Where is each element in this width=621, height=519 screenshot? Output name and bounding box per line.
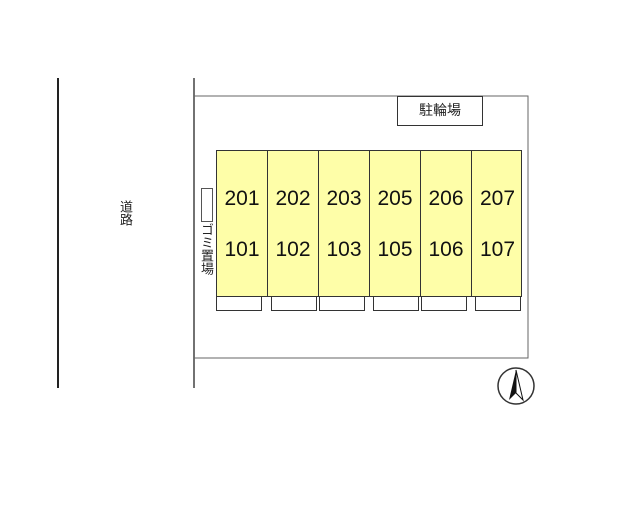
- entrance-step: [271, 297, 317, 311]
- unit-number-upper: 201: [224, 187, 260, 210]
- entrance-step: [475, 297, 521, 311]
- unit-number-lower: 107: [479, 238, 516, 261]
- unit-number-upper: 203: [326, 187, 362, 210]
- unit-number-upper: 202: [275, 187, 311, 210]
- unit-column: 201 101: [217, 151, 268, 296]
- unit-number-upper: 205: [377, 187, 413, 210]
- bicycle-parking-label: 駐輪場: [397, 96, 483, 126]
- unit-column: 203 103: [319, 151, 370, 296]
- building: 201 101 202 102 203 103 205 105 206 106 …: [216, 150, 522, 297]
- entrance-step: [216, 297, 262, 311]
- road-label: 道路: [117, 200, 132, 226]
- garbage-area-label: ゴミ置場: [198, 223, 213, 275]
- entrance-step: [421, 297, 467, 311]
- unit-number-lower: 105: [377, 238, 413, 261]
- unit-column: 202 102: [268, 151, 319, 296]
- unit-number-lower: 102: [275, 238, 311, 261]
- unit-column: 206 106: [421, 151, 472, 296]
- entrance-step: [373, 297, 419, 311]
- unit-number-lower: 101: [224, 238, 260, 261]
- north-arrow-icon: [497, 367, 535, 405]
- unit-number-upper: 206: [428, 187, 464, 210]
- unit-number-lower: 106: [428, 238, 464, 261]
- unit-column: 207 107: [472, 151, 523, 296]
- road-line: [57, 78, 59, 388]
- entrance-step: [319, 297, 365, 311]
- garbage-area-box: [201, 188, 213, 222]
- unit-number-upper: 207: [479, 187, 516, 210]
- unit-column: 205 105: [370, 151, 421, 296]
- unit-number-lower: 103: [326, 238, 362, 261]
